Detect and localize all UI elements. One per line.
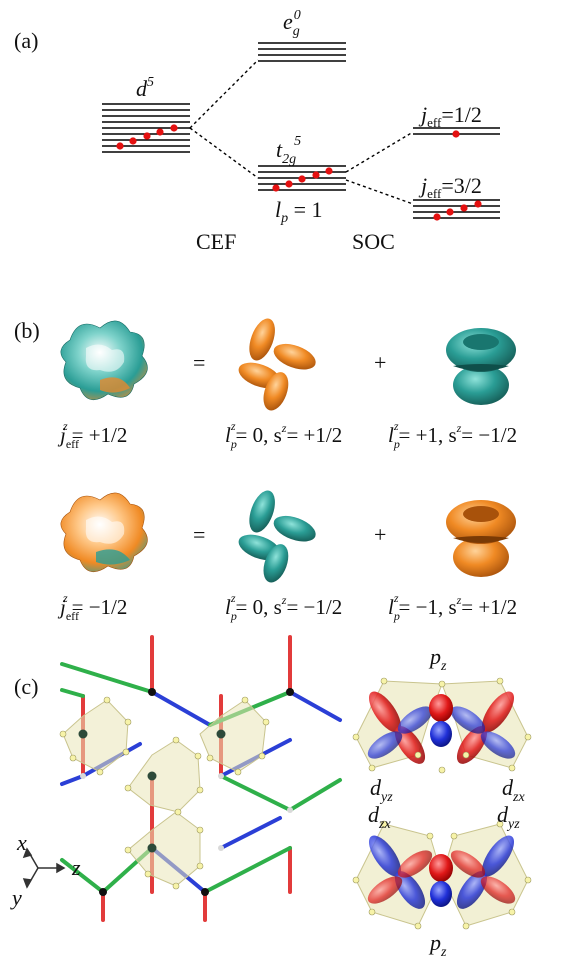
orbital-cluster-bottom <box>352 820 532 930</box>
t2g-symbol: t2g5 <box>276 134 301 167</box>
lz-plus1-orbital-teal <box>446 328 516 405</box>
lp-equals-1: lp = 1 <box>275 197 323 226</box>
panel-a-label: (a) <box>14 28 38 53</box>
jeff-threehalf-electrons <box>433 200 482 221</box>
panel-b-label: (b) <box>14 318 40 343</box>
d5-electrons <box>116 124 178 150</box>
jeff-minus-half-orbital <box>60 492 148 573</box>
jeff-half-label: jeff=1/2 <box>418 102 482 130</box>
jeff-z-plus-half-label: jeffz= +1/2 <box>57 419 127 451</box>
eg-levels <box>258 42 346 62</box>
lz0-orbital-teal <box>238 490 316 583</box>
panel-c: (c) <box>10 635 532 960</box>
orbital-cluster-top <box>352 677 532 774</box>
cef-connectors <box>189 59 414 205</box>
octahedra <box>62 699 267 887</box>
panel-c-label: (c) <box>14 674 38 699</box>
d5-symbol: d5 <box>136 75 154 101</box>
soc-label: SOC <box>352 229 395 254</box>
pz-label-top: pz <box>428 644 447 674</box>
plus-sign-row1: + <box>374 350 386 375</box>
jeff-threehalf-label: jeff=3/2 <box>418 173 482 201</box>
plus-sign-row2: + <box>374 522 386 547</box>
equals-sign-row2: = <box>193 522 205 547</box>
dyz-label-bottom: dyz <box>497 802 520 832</box>
jeff-threehalf-levels <box>413 199 500 219</box>
lattice-sites <box>78 688 294 896</box>
cef-label: CEF <box>196 229 236 254</box>
dzx-label-top: dzx <box>502 775 525 805</box>
dyz-label-top: dyz <box>370 775 393 805</box>
axis-y-label: y <box>10 885 22 910</box>
jeff-half-electron <box>452 130 460 138</box>
axis-triad <box>22 847 66 889</box>
panel-a: (a) eg0 d5 <box>14 8 500 254</box>
lpz-minus1-sz-plus-label: lpz= −1, sz= +1/2 <box>388 591 517 623</box>
jeff-z-minus-half-label: jeffz= −1/2 <box>57 591 127 623</box>
lz-minus1-orbital-orange <box>446 500 516 577</box>
honeycomb-lattice <box>60 635 342 922</box>
lz0-orbital-orange <box>238 318 316 411</box>
lpz-plus1-sz-minus-label: lpz= +1, sz= −1/2 <box>388 419 517 451</box>
t2g-electrons <box>272 167 333 192</box>
eg-symbol: eg0 <box>283 8 301 39</box>
dzx-label-bottom: dzx <box>368 802 391 832</box>
lpz-0-sz-plus-label: lpz= 0, sz= +1/2 <box>225 419 342 451</box>
lpz-0-sz-minus-label: lpz= 0, sz= −1/2 <box>225 591 342 623</box>
octahedra-vertices <box>59 696 270 890</box>
panel-b: (b) = + jeffz= +1/2 lpz= 0, sz= +1/2 lpz… <box>14 318 517 623</box>
pz-label-bottom: pz <box>428 930 447 960</box>
equals-sign-row1: = <box>193 350 205 375</box>
axis-x-label: x <box>16 830 27 855</box>
jeff-plus-half-orbital <box>60 320 148 401</box>
axis-z-label: z <box>71 855 81 880</box>
